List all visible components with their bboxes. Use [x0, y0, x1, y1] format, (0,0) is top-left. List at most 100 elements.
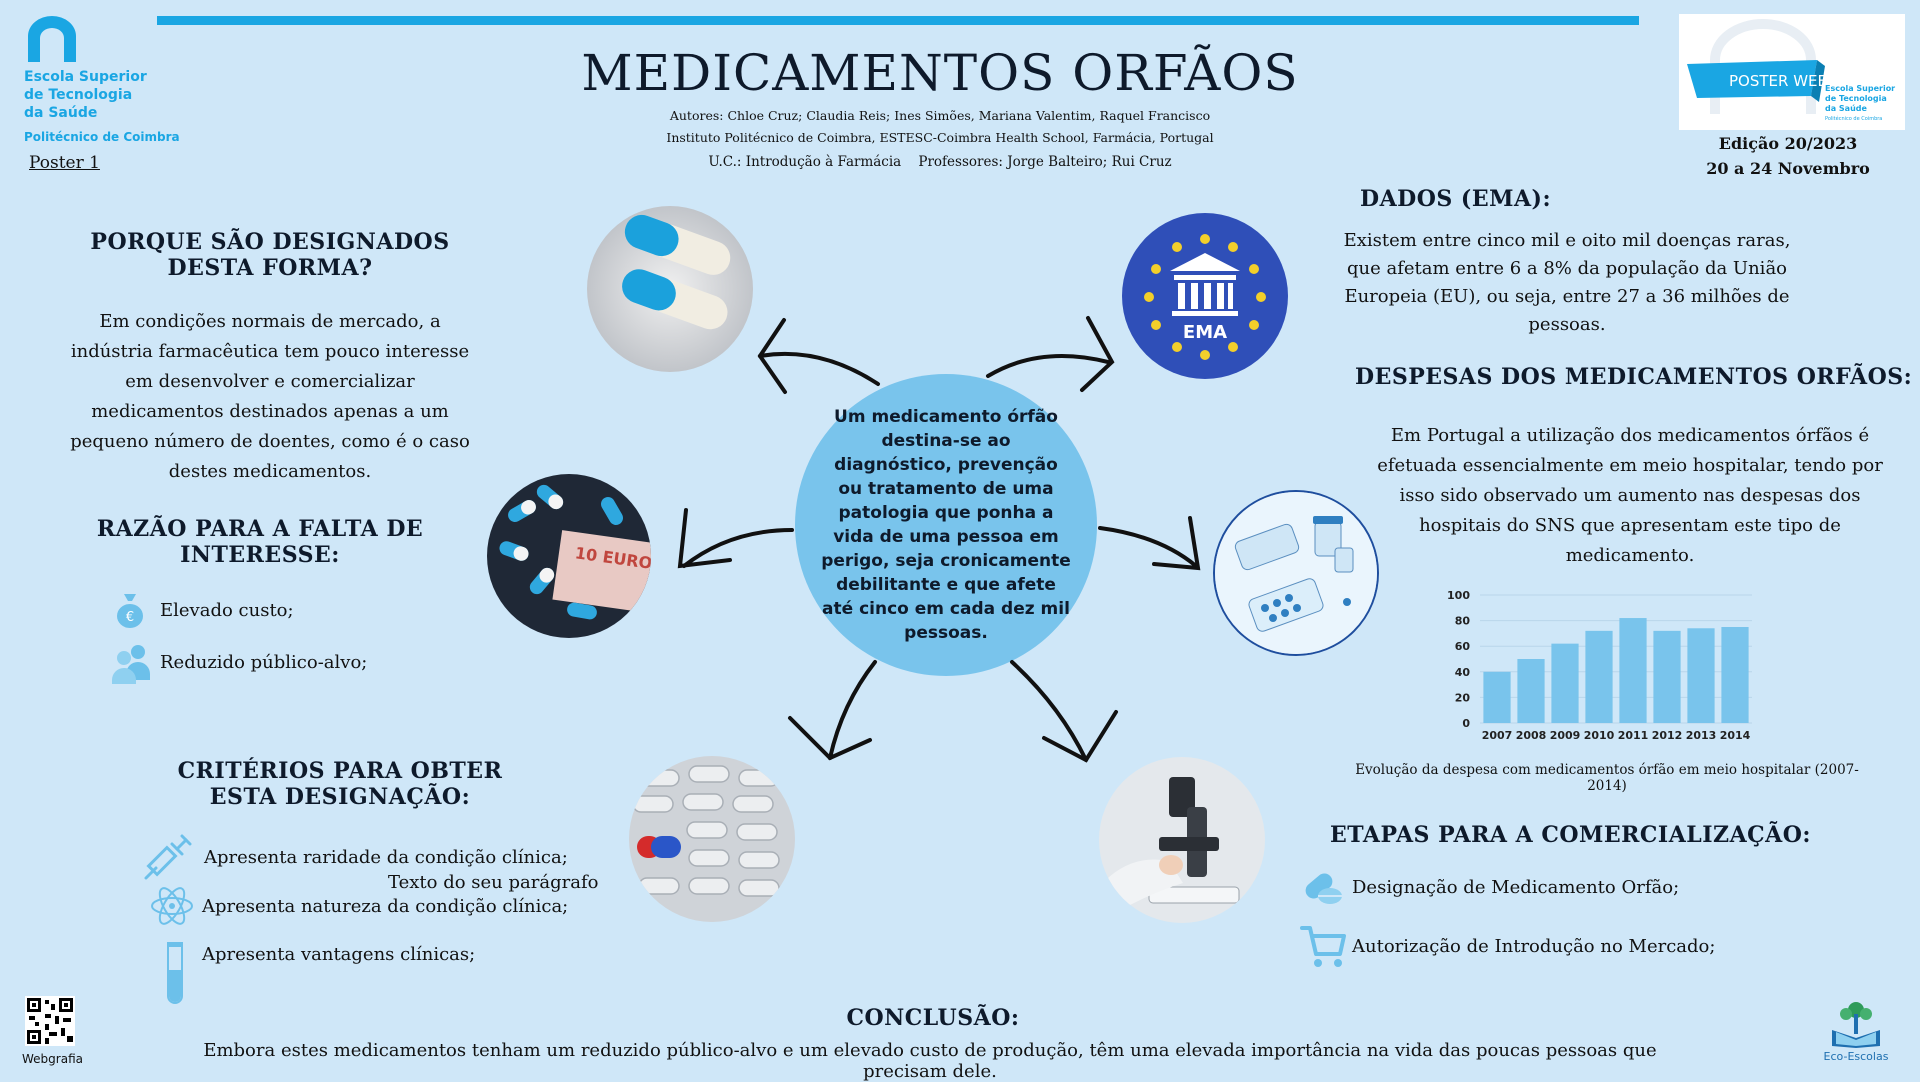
reason-cost-label: Elevado custo;: [160, 599, 294, 621]
reason-item-cost: € Elevado custo;: [110, 590, 294, 630]
chart-bar: [1483, 671, 1511, 723]
chart-bar: [1517, 659, 1545, 723]
eco-escolas-logo: Eco-Escolas: [1818, 1000, 1894, 1066]
chart-x-tick-label: 2010: [1584, 729, 1615, 742]
pills-money-image: 10 EURO: [487, 474, 651, 638]
chart-bar: [1721, 627, 1749, 723]
why-section: PORQUE SÃO DESIGNADOS DESTA FORMA? Em co…: [60, 229, 480, 487]
pw-school-line-2: de Tecnologia: [1825, 94, 1887, 103]
pill-icon: [1305, 873, 1342, 904]
criteria-nature-label: Apresenta natureza da condição clínica;: [202, 895, 569, 917]
chart-x-tick-label: 2009: [1550, 729, 1581, 742]
criteria-section: CRITÉRIOS PARA OBTER ESTA DESIGNAÇÃO:: [150, 758, 530, 810]
arrow-mid-left: [682, 528, 794, 568]
expenses-heading: DESPESAS DOS MEDICAMENTOS ORFÃOS:: [1355, 364, 1913, 390]
school-name-line-1: Escola Superior: [24, 69, 147, 85]
step-authorization-label: Autorização de Introdução no Mercado;: [1352, 935, 1716, 957]
school-name-line-2: de Tecnologia: [24, 87, 133, 103]
step-item-2: Autorização de Introdução no Mercado;: [1300, 922, 1715, 970]
qr-code-icon: [25, 996, 75, 1046]
chart-y-tick-label: 0: [1462, 717, 1470, 730]
why-heading: PORQUE SÃO DESIGNADOS DESTA FORMA?: [90, 229, 450, 281]
reason-heading: RAZÃO PARA A FALTA DE INTERESSE:: [96, 516, 424, 568]
ema-label: EMA: [1183, 322, 1227, 343]
expenses-paragraph: Em Portugal a utilização dos medicamento…: [1377, 425, 1883, 566]
chart-x-tick-label: 2013: [1686, 729, 1717, 742]
chart-x-tick-label: 2014: [1720, 729, 1751, 742]
chart-bar: [1585, 630, 1613, 723]
chart-bar: [1653, 630, 1681, 723]
reason-item-audience: Reduzido público-alvo;: [110, 640, 367, 684]
institution-line: Instituto Politécnico de Coimbra, ESTESC…: [666, 130, 1214, 145]
shopping-cart-icon: [1300, 926, 1346, 967]
pw-school-line-4: Politécnico de Coimbra: [1825, 116, 1883, 122]
poster-week-school: Escola Superior de Tecnologia da Saúde P…: [1825, 84, 1895, 124]
top-accent-bar: [157, 16, 1639, 25]
data-heading: DADOS (EMA):: [1360, 186, 1552, 212]
step-item-1: Designação de Medicamento Orfão;: [1300, 866, 1679, 908]
chart-caption: Evolução da despesa com medicamentos órf…: [1355, 762, 1859, 794]
arrow-bottom-right: [1010, 660, 1088, 762]
criteria-item-1: Apresenta raridade da condição clínica;: [142, 832, 568, 882]
placeholder-paragraph: Texto do seu parágrafo: [388, 872, 599, 893]
why-paragraph: Em condições normais de mercado, a indús…: [70, 311, 470, 482]
definition-text: Um medicamento órfão destina-se ao diagn…: [821, 407, 1071, 643]
svg-text:€: €: [126, 610, 134, 625]
school-name-line-3: da Saúde: [24, 105, 98, 121]
qr-code[interactable]: [25, 996, 75, 1046]
eco-escolas-label: Eco-Escolas: [1823, 1050, 1889, 1063]
steps-heading: ETAPAS PARA A COMERCIALIZAÇÃO:: [1330, 822, 1812, 848]
poster-week-logo: POSTER WEEK Escola Superior de Tecnologi…: [1679, 14, 1905, 130]
criteria-heading: CRITÉRIOS PARA OBTER ESTA DESIGNAÇÃO:: [177, 758, 503, 810]
criteria-item-3: Apresenta vantagens clínicas;: [162, 940, 475, 1006]
criteria-item-2: Apresenta natureza da condição clínica;: [150, 884, 568, 928]
conclusion-paragraph: Embora estes medicamentos tenham um redu…: [203, 1040, 1657, 1082]
arrow-top-left: [758, 352, 880, 386]
page-title: MEDICAMENTOS ORFÃOS: [581, 44, 1299, 102]
chart-bar: [1619, 618, 1647, 723]
chart-x-tick-label: 2008: [1516, 729, 1547, 742]
eco-escolas-icon: [1832, 1002, 1880, 1048]
data-paragraph: Existem entre cinco mil e oito mil doenç…: [1343, 230, 1791, 335]
chart-x-tick-label: 2012: [1652, 729, 1683, 742]
atom-icon: [151, 887, 193, 925]
chart-y-tick-label: 60: [1455, 640, 1471, 653]
arrow-mid-right: [1098, 526, 1198, 568]
poster-week-graphic: [1687, 19, 1825, 114]
chart-x-tick-label: 2011: [1618, 729, 1649, 742]
step-designation-label: Designação de Medicamento Orfão;: [1352, 876, 1680, 898]
definition-circle: Um medicamento órfão destina-se ao diagn…: [795, 374, 1097, 676]
criteria-rarity-label: Apresenta raridade da condição clínica;: [204, 846, 568, 868]
poster-number-link[interactable]: Poster 1: [29, 153, 100, 173]
authors-line: Autores: Chloe Cruz; Claudia Reis; Ines …: [669, 108, 1211, 123]
pw-school-line-3: da Saúde: [1825, 104, 1867, 113]
event-dates: 20 a 24 Novembro: [1706, 159, 1870, 178]
school-subtitle: Politécnico de Coimbra: [24, 130, 180, 144]
arrow-bottom-left: [828, 660, 877, 760]
school-logo-icon: [28, 16, 76, 62]
arrow-top-right: [986, 354, 1110, 378]
course-line: U.C.: Introdução à Farmácia Professores:…: [708, 154, 1172, 170]
chart-y-tick-label: 40: [1455, 666, 1471, 679]
chart-y-tick-label: 80: [1455, 615, 1471, 628]
chart-y-tick-label: 20: [1455, 691, 1471, 704]
medicine-illustration-image: [1213, 490, 1379, 656]
test-tube-icon: [167, 942, 183, 1004]
pw-school-line-1: Escola Superior: [1825, 84, 1896, 93]
syringe-icon: [144, 834, 192, 880]
conclusion-heading: CONCLUSÃO:: [846, 1005, 1020, 1031]
chart-x-tick-label: 2007: [1482, 729, 1513, 742]
qr-label: Webgrafia: [22, 1052, 83, 1066]
ema-logo-image: EMA: [1122, 213, 1288, 379]
reason-audience-label: Reduzido público-alvo;: [160, 651, 368, 673]
chart-bar: [1551, 643, 1579, 723]
criteria-advantages-label: Apresenta vantagens clínicas;: [202, 944, 476, 965]
edition-label: Edição 20/2023: [1718, 134, 1858, 153]
people-icon: [112, 645, 150, 684]
school-logo: Escola Superior de Tecnologia da Saúde P…: [24, 14, 184, 144]
capsules-image: [587, 206, 753, 372]
money-bag-icon: €: [117, 594, 143, 628]
chart-y-tick-label: 100: [1447, 589, 1470, 602]
